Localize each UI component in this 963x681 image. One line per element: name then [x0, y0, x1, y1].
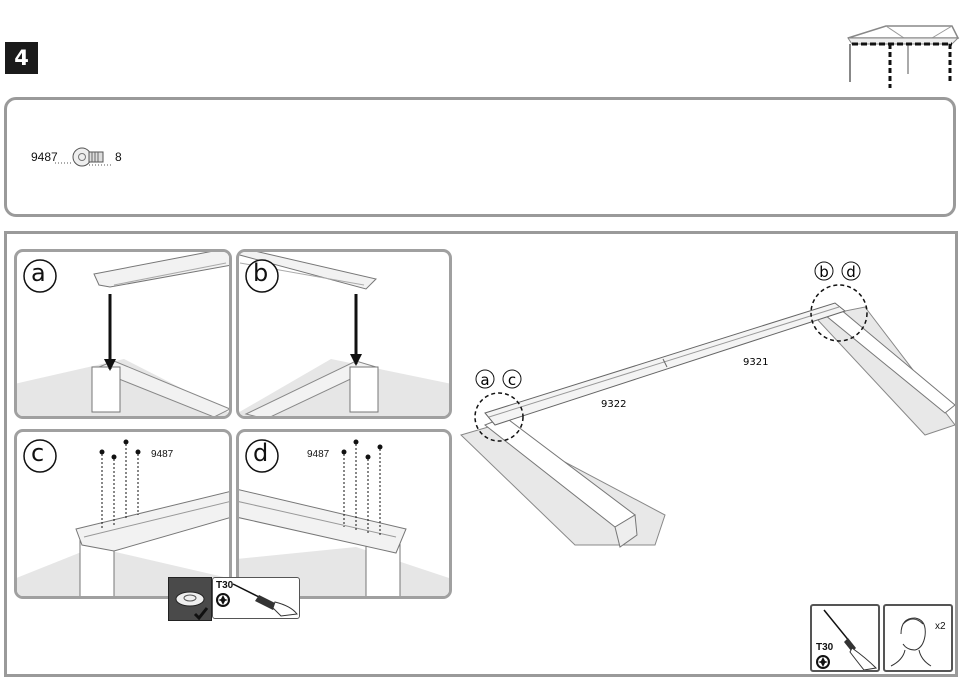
- label-d-circle: [245, 439, 279, 473]
- persons-required-box: x2: [883, 604, 953, 672]
- panel-letter: c: [31, 439, 45, 467]
- callout-left-c: c: [508, 371, 516, 389]
- beam-right-code: 9321: [743, 357, 768, 368]
- callout-right-d: d: [846, 263, 856, 281]
- label-b-circle: [245, 259, 279, 293]
- screwdriver-icon: [232, 583, 298, 617]
- tool-bit-label: T30: [216, 580, 234, 591]
- panel-part-code: 9487: [151, 449, 174, 460]
- screwdriver-icon: [823, 609, 878, 670]
- overview-diagram: a c b d 9322 9321: [460, 261, 955, 548]
- tool-inset: T30: [212, 577, 300, 619]
- detail-panel-b: b: [236, 249, 452, 419]
- step-number-badge: 4: [5, 42, 38, 74]
- label-a-circle: [23, 259, 57, 293]
- step-number: 4: [14, 46, 29, 70]
- panel-letter: b: [253, 259, 269, 287]
- screwdriver-tool-box: T30: [810, 604, 880, 672]
- torx-bit-icon: [816, 655, 830, 669]
- callout-right-b: b: [819, 263, 829, 281]
- detail-panel-a: a: [14, 249, 232, 419]
- label-c-circle: [23, 439, 57, 473]
- torx-bit-icon: [216, 593, 230, 607]
- persons-count: x2: [935, 621, 946, 632]
- part-code: 9487: [31, 150, 58, 164]
- person-head-icon: [890, 617, 932, 667]
- screw-closeup-inset: [168, 577, 212, 621]
- panel-letter: d: [253, 439, 269, 467]
- screw-head-icon: [175, 591, 209, 621]
- detail-panel-d: d 9487: [236, 429, 452, 599]
- panel-part-code: 9487: [307, 449, 330, 460]
- parts-list-box: 9487 8: [4, 97, 956, 217]
- panel-letter: a: [31, 259, 46, 287]
- screw-icon: [55, 147, 113, 167]
- detail-panel-c: c 9487: [14, 429, 232, 599]
- beam-left-code: 9322: [601, 399, 626, 410]
- footer-bit-label: T30: [816, 642, 834, 653]
- gazebo-thumbnail-icon: [847, 25, 960, 88]
- part-quantity: 8: [115, 150, 122, 164]
- callout-left-a: a: [480, 371, 489, 389]
